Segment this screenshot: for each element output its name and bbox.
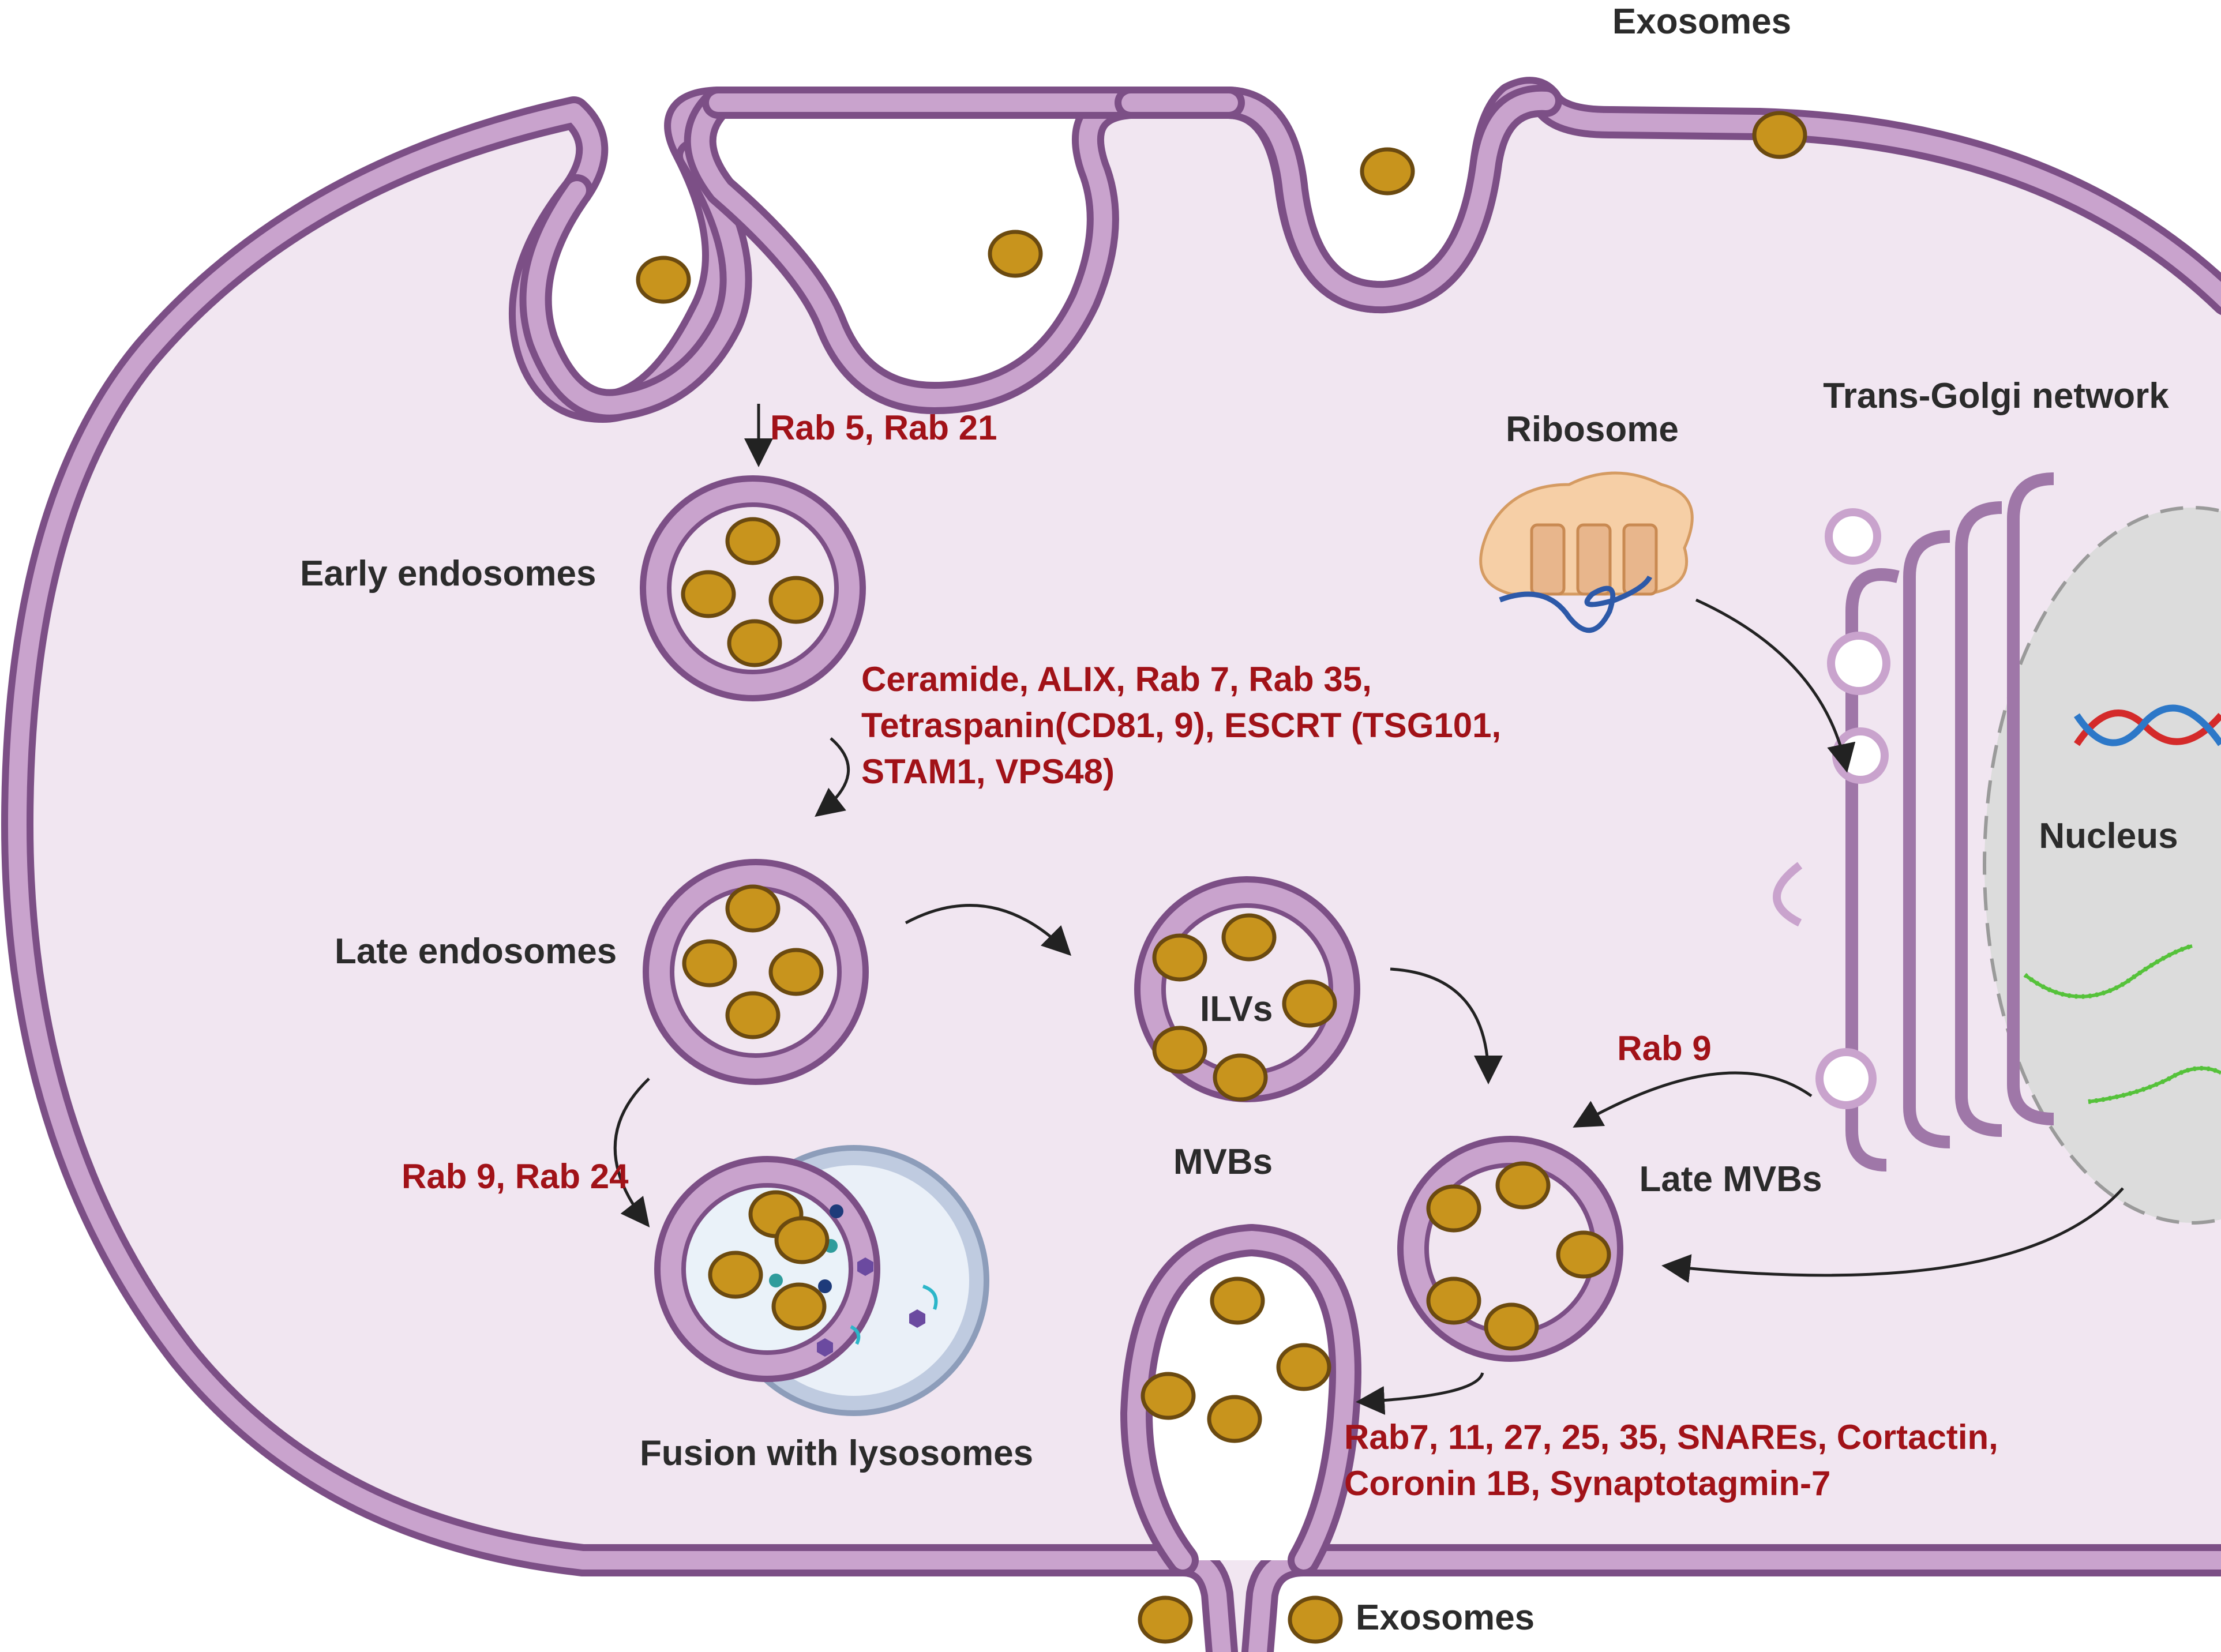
label-nucleus: Nucleus: [2039, 816, 2178, 856]
exosome-vesicle: [1213, 1053, 1268, 1102]
exosome-vesicle: [1140, 1372, 1196, 1420]
exosome-vesicle: [1288, 1595, 1343, 1644]
late-endosome: [643, 859, 869, 1085]
arrow-nucleus-to-late-mvb: [1661, 1187, 2124, 1283]
arrow-early-to-late: [815, 737, 850, 817]
arrow-late-to-mvb: [905, 904, 1072, 956]
label-secretion-line1: Rab7, 11, 27, 25, 35, SNAREs, Cortactin,: [1344, 1418, 1998, 1456]
label-markers-line1: Ceramide, ALIX, Rab 7, Rab 35,: [861, 660, 1372, 699]
nucleus: [1983, 506, 2221, 1225]
label-exosomes-bottom: Exosomes: [1356, 1598, 1535, 1638]
label-late-mvbs: Late MVBs: [1640, 1159, 1822, 1199]
trans-golgi-network: [1773, 472, 2054, 1172]
label-secretion-line2: Coronin 1B, Synaptotagmin-7: [1344, 1464, 1830, 1503]
exosome-vesicle: [1360, 147, 1415, 196]
exosome-vesicle: [1484, 1302, 1539, 1351]
label-markers-line3: STAM1, VPS48): [861, 752, 1115, 791]
exosome-vesicle: [768, 576, 824, 624]
label-mvbs: MVBs: [1173, 1142, 1273, 1182]
exosome-vesicle: [988, 230, 1043, 278]
arrow-late-to-lysosome: [613, 1077, 650, 1227]
ribosome-icon: [1479, 471, 1694, 633]
pathway-arrows: [613, 404, 2124, 1415]
arrow-late-mvb-to-bud: [1356, 1372, 1484, 1415]
label-exosomes-top: Exosomes: [1612, 2, 1791, 42]
exosome-vesicle: [682, 939, 737, 988]
exosome-vesicle: [636, 256, 691, 304]
label-trans-golgi: Trans-Golgi network: [1823, 376, 2169, 416]
exosome-vesicle: [1282, 979, 1337, 1028]
exosome-vesicle: [1495, 1161, 1551, 1210]
exosome-vesicle: [725, 884, 781, 933]
arrow-golgi-to-late-mvb: [1573, 1071, 1813, 1128]
exosome-vesicle: [1152, 1026, 1207, 1074]
label-rab5-rab21: Rab 5, Rab 21: [770, 408, 997, 447]
label-fusion-lysosomes: Fusion with lysosomes: [640, 1433, 1033, 1473]
exosome-vesicle: [708, 1251, 763, 1299]
label-late-endosomes: Late endosomes: [335, 932, 617, 971]
dna-helix-icon: [2074, 704, 2221, 746]
exosome-vesicle: [771, 1282, 827, 1331]
exosome-vesicle: [725, 517, 781, 565]
label-ribosome: Ribosome: [1506, 410, 1679, 449]
arrow-mvb-to-late-mvb: [1390, 967, 1503, 1084]
exosome-vesicle: [768, 948, 824, 996]
exosome-vesicle: [727, 619, 782, 667]
label-rab9-rab24: Rab 9, Rab 24: [402, 1157, 629, 1196]
arrow-ribosome-to-golgi: [1695, 598, 1856, 773]
exosome-vesicle: [1556, 1230, 1611, 1279]
exosome-vesicle: [1207, 1395, 1262, 1443]
exosome-vesicle: [1210, 1276, 1265, 1325]
label-early-endosomes: Early endosomes: [300, 554, 596, 594]
rna-strand-icon: [2023, 944, 2221, 1104]
exosome-vesicle: [1138, 1595, 1193, 1644]
exosome-vesicle: [681, 570, 736, 618]
membrane-invagination-right: [1213, 84, 1562, 314]
exosome-vesicle: [725, 991, 781, 1039]
labels: Exosomes Rab 5, Rab 21 Early endosomes C…: [300, 2, 2178, 1638]
exosome-vesicle: [774, 1216, 830, 1264]
exosome-vesicle: [1221, 913, 1277, 962]
label-ilvs: ILVs: [1200, 989, 1273, 1029]
endocytic-invagination: [519, 140, 752, 422]
fusing-endosome: [654, 1156, 938, 1382]
membrane-invagination-middle: [684, 87, 1147, 414]
label-rab9: Rab 9: [1617, 1029, 1711, 1068]
exosome-vesicle: [1152, 933, 1207, 982]
early-endosome: [640, 475, 866, 701]
exosome-group: [636, 111, 1807, 1644]
exosome-vesicle: [1752, 111, 1807, 159]
exosome-vesicle: [1276, 1343, 1331, 1391]
exosome-vesicle: [1426, 1184, 1481, 1233]
exosome-vesicle: [1426, 1276, 1481, 1325]
label-markers-line2: Tetraspanin(CD81, 9), ESCRT (TSG101,: [861, 706, 1501, 745]
